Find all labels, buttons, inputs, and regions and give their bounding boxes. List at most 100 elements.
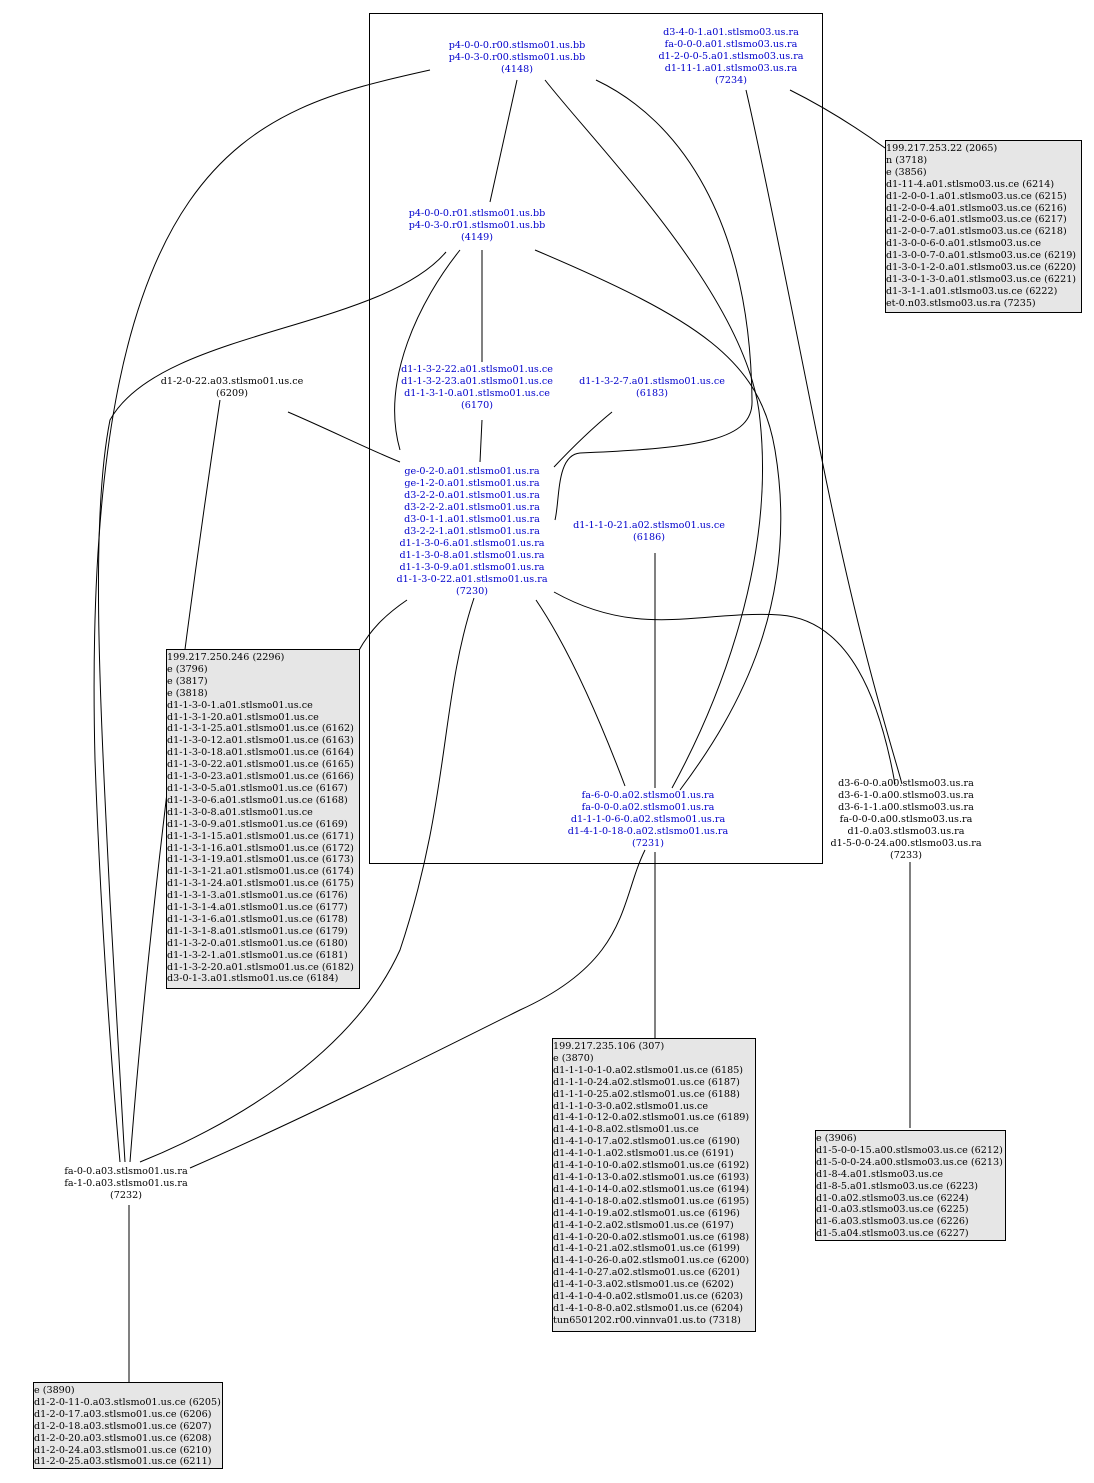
- box-line: d1-2-0-0-1.a01.stlsmo03.us.ce (6215): [886, 190, 1067, 202]
- box-line: d1-1-1-0-24.a02.stlsmo01.us.ce (6187): [553, 1076, 740, 1088]
- edge-7230-2296: [357, 599, 408, 653]
- node-id: (6183): [636, 388, 668, 399]
- box-line: et-0.n03.stlsmo03.us.ra (7235): [886, 297, 1036, 309]
- box-line: tun6501202.r00.vinnva01.us.to (7318): [553, 1314, 741, 1326]
- box-line: e (3796): [167, 663, 208, 675]
- box-line: d1-4-1-0-1.a02.stlsmo01.us.ce (6191): [553, 1148, 734, 1160]
- node-line: d3-6-1-1.a00.stlsmo03.us.ra: [838, 802, 974, 813]
- edge-6183-7230: [553, 411, 613, 468]
- node-4149[interactable]: p4-0-0-0.r01.stlsmo01.us.bb p4-0-3-0.r01…: [409, 208, 546, 244]
- node-line: d1-4-1-0-18-0.a02.stlsmo01.us.ra: [567, 826, 729, 837]
- node-line: p4-0-3-0.r01.stlsmo01.us.bb: [408, 220, 546, 231]
- box-line: e (3817): [167, 675, 208, 687]
- box-3906[interactable]: e (3906) d1-5-0-0-15.a00.stlsmo03.us.ce …: [815, 1130, 1006, 1241]
- box-line: d1-2-0-0-6.a01.stlsmo03.us.ce (6217): [886, 214, 1067, 226]
- box-line: d1-1-3-0-6.a01.stlsmo01.us.ce (6168): [167, 794, 348, 806]
- edge-7230-7232: [139, 597, 475, 1163]
- box-line: d1-1-3-1-6.a01.stlsmo01.us.ce (6178): [167, 913, 348, 925]
- box-2065[interactable]: 199.217.253.22 (2065) n (3718) e (3856) …: [885, 140, 1082, 313]
- node-line: d3-6-0-0.a00.stlsmo03.us.ra: [838, 778, 974, 789]
- box-line: d1-2-0-18.a03.stlsmo01.us.ce (6207): [34, 1420, 212, 1432]
- box-line: d1-0.a02.stlsmo03.us.ce (6224): [816, 1192, 969, 1204]
- edge-7234-7233: [745, 89, 903, 785]
- node-line: d3-0-1-1.a01.stlsmo01.us.ra: [404, 514, 540, 525]
- node-6170[interactable]: d1-1-3-2-22.a01.stlsmo01.us.ce d1-1-3-2-…: [401, 364, 553, 412]
- node-line: d3-4-0-1.a01.stlsmo03.us.ra: [663, 27, 799, 38]
- box-line: d3-0-1-3.a01.stlsmo01.us.ce (6184): [167, 973, 339, 985]
- node-id: (6186): [633, 532, 665, 543]
- box-line: 199.217.250.246 (2296): [167, 652, 285, 663]
- node-7233[interactable]: d3-6-0-0.a00.stlsmo03.us.ra d3-6-1-0.a00…: [830, 778, 981, 862]
- box-line: d1-1-3-1-20.a01.stlsmo01.us.ce: [167, 711, 319, 723]
- box-line: d1-4-1-0-10-0.a02.stlsmo01.us.ce (6192): [553, 1160, 750, 1172]
- box-line: d1-8-5.a01.stlsmo03.us.ce (6223): [816, 1180, 979, 1192]
- box-line: d1-1-3-1-25.a01.stlsmo01.us.ce (6162): [167, 723, 354, 735]
- box-line: e (3890): [34, 1385, 75, 1396]
- box-line: d1-1-3-1-21.a01.stlsmo01.us.ce (6174): [167, 866, 354, 878]
- node-line: ge-0-2-0.a01.stlsmo01.us.ra: [404, 466, 540, 477]
- box-line: d1-1-3-0-9.a01.stlsmo01.us.ce (6169): [167, 818, 348, 830]
- box-line: d1-2-0-0-4.a01.stlsmo03.us.ce (6216): [886, 202, 1067, 214]
- node-id: (6209): [216, 388, 248, 399]
- box-line: d1-4-1-0-3.a02.stlsmo01.us.ce (6202): [553, 1279, 734, 1291]
- box-line: d1-3-0-1-2-0.a01.stlsmo03.us.ce (6220): [886, 262, 1077, 274]
- node-line: d1-5-0-0-24.a00.stlsmo03.us.ra: [830, 838, 982, 849]
- node-line: fa-0-0-0.a00.stlsmo03.us.ra: [839, 814, 973, 825]
- node-line: d1-2-0-0-5.a01.stlsmo03.us.ra: [658, 51, 804, 62]
- node-4148[interactable]: p4-0-0-0.r00.stlsmo01.us.bb p4-0-3-0.r00…: [449, 40, 586, 76]
- node-id: (4148): [501, 64, 533, 75]
- box-line: d1-1-1-0-25.a02.stlsmo01.us.ce (6188): [553, 1088, 740, 1100]
- box-307[interactable]: 199.217.235.106 (307) e (3870) d1-1-1-0-…: [552, 1038, 756, 1332]
- edge-7230-7231: [535, 599, 626, 787]
- node-7230[interactable]: ge-0-2-0.a01.stlsmo01.us.ra ge-1-2-0.a01…: [396, 466, 547, 598]
- box-line: d1-3-0-0-7-0.a01.stlsmo03.us.ce (6219): [886, 250, 1077, 262]
- box-line: d1-5.a04.stlsmo03.us.ce (6227): [816, 1228, 969, 1240]
- box-line: d1-11-4.a01.stlsmo03.us.ce (6214): [886, 178, 1055, 190]
- box-line: d1-1-3-0-22.a01.stlsmo01.us.ce (6165): [167, 759, 354, 771]
- box-line: d1-6.a03.stlsmo03.us.ce (6226): [816, 1216, 969, 1228]
- edge-4148-7230: [554, 79, 753, 521]
- edge-6209-7230: [287, 411, 401, 463]
- node-id: (7231): [632, 838, 664, 849]
- box-line: d1-4-1-0-4-0.a02.stlsmo01.us.ce (6203): [553, 1291, 744, 1303]
- node-6183[interactable]: d1-1-3-2-7.a01.stlsmo01.us.ce (6183): [579, 376, 725, 400]
- box-3890[interactable]: e (3890) d1-2-0-11-0.a03.stlsmo01.us.ce …: [33, 1382, 223, 1469]
- node-line: d3-6-1-0.a00.stlsmo03.us.ra: [838, 790, 974, 801]
- box-line: e (3818): [167, 687, 208, 699]
- node-line: fa-1-0.a03.stlsmo01.us.ra: [64, 1178, 188, 1189]
- box-line: d1-4-1-0-2.a02.stlsmo01.us.ce (6197): [553, 1219, 734, 1231]
- node-6186[interactable]: d1-1-1-0-21.a02.stlsmo01.us.ce (6186): [573, 520, 725, 544]
- box-line: 199.217.253.22 (2065): [886, 143, 998, 154]
- node-7234[interactable]: d3-4-0-1.a01.stlsmo03.us.ra fa-0-0-0.a01…: [658, 27, 803, 87]
- box-line: d1-4-1-0-12-0.a02.stlsmo01.us.ce (6189): [553, 1112, 750, 1124]
- node-line: fa-0-0.a03.stlsmo01.us.ra: [64, 1166, 188, 1177]
- box-line: d1-4-1-0-20-0.a02.stlsmo01.us.ce (6198): [553, 1231, 750, 1243]
- box-line: d1-1-3-0-5.a01.stlsmo01.us.ce (6167): [167, 782, 348, 794]
- box-line: d1-1-3-0-8.a01.stlsmo01.us.ce: [167, 806, 313, 818]
- node-id: (7233): [890, 850, 922, 861]
- box-line: d1-4-1-0-19.a02.stlsmo01.us.ce (6196): [553, 1207, 740, 1219]
- box-line: d1-2-0-11-0.a03.stlsmo01.us.ce (6205): [34, 1396, 221, 1408]
- node-id: (4149): [461, 232, 493, 243]
- node-line: d1-0.a03.stlsmo03.us.ra: [847, 826, 965, 837]
- node-7232[interactable]: fa-0-0.a03.stlsmo01.us.ra fa-1-0.a03.stl…: [64, 1166, 187, 1202]
- node-line: d1-1-3-1-0.a01.stlsmo01.us.ce: [404, 388, 550, 399]
- node-line: fa-6-0-0.a02.stlsmo01.us.ra: [581, 790, 715, 801]
- box-line: d1-1-3-1-4.a01.stlsmo01.us.ce (6177): [167, 902, 348, 914]
- node-7231[interactable]: fa-6-0-0.a02.stlsmo01.us.ra fa-0-0-0.a02…: [568, 790, 728, 850]
- box-line: e (3906): [816, 1133, 857, 1144]
- box-line: d1-1-1-0-1-0.a02.stlsmo01.us.ce (6185): [553, 1064, 744, 1076]
- box-line: d1-1-3-0-18.a01.stlsmo01.us.ce (6164): [167, 747, 354, 759]
- box-2296[interactable]: 199.217.250.246 (2296) e (3796) e (3817)…: [166, 649, 360, 989]
- node-6209[interactable]: d1-2-0-22.a03.stlsmo01.us.ce (6209): [161, 376, 304, 400]
- box-line: d1-4-1-0-17.a02.stlsmo01.us.ce (6190): [553, 1136, 740, 1148]
- node-line: d3-2-2-0.a01.stlsmo01.us.ra: [404, 490, 540, 501]
- box-line: d1-1-3-2-20.a01.stlsmo01.us.ce (6182): [167, 961, 354, 973]
- node-line: d1-1-3-0-6.a01.stlsmo01.us.ra: [399, 538, 545, 549]
- box-line: d1-1-3-0-23.a01.stlsmo01.us.ce (6166): [167, 771, 354, 783]
- box-line: n (3718): [886, 154, 928, 166]
- node-line: d1-1-1-0-21.a02.stlsmo01.us.ce: [573, 520, 725, 531]
- edge-7234-2065: [789, 89, 886, 149]
- node-id: (7234): [715, 75, 747, 86]
- box-line: d1-5-0-0-15.a00.stlsmo03.us.ce (6212): [816, 1144, 1003, 1156]
